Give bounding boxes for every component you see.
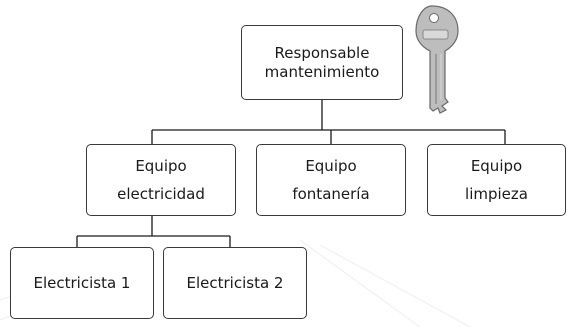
node-line: Responsable: [274, 43, 370, 62]
node-line: Equipo: [135, 156, 187, 175]
node-line: Electricista 2: [186, 273, 284, 292]
node-responsable-mantenimiento: Responsable mantenimiento: [241, 25, 403, 100]
node-equipo-fontaneria: Equipo fontanería: [256, 144, 406, 216]
node-electricista-2: Electricista 2: [163, 247, 307, 319]
connectors: [76, 100, 506, 247]
node-electricista-1: Electricista 1: [10, 247, 154, 319]
node-line: Equipo: [470, 156, 523, 175]
node-line: Electricista 1: [33, 273, 131, 292]
node-line: electricidad: [117, 185, 205, 203]
key-icon: [415, 5, 459, 114]
node-equipo-electricidad: Equipo electricidad: [86, 144, 236, 216]
node-line: fontanería: [292, 185, 370, 203]
node-line: Equipo: [305, 156, 357, 175]
node-line: mantenimiento: [264, 62, 380, 81]
node-equipo-limpieza: Equipo limpieza: [427, 144, 566, 216]
node-line: limpieza: [465, 185, 528, 203]
